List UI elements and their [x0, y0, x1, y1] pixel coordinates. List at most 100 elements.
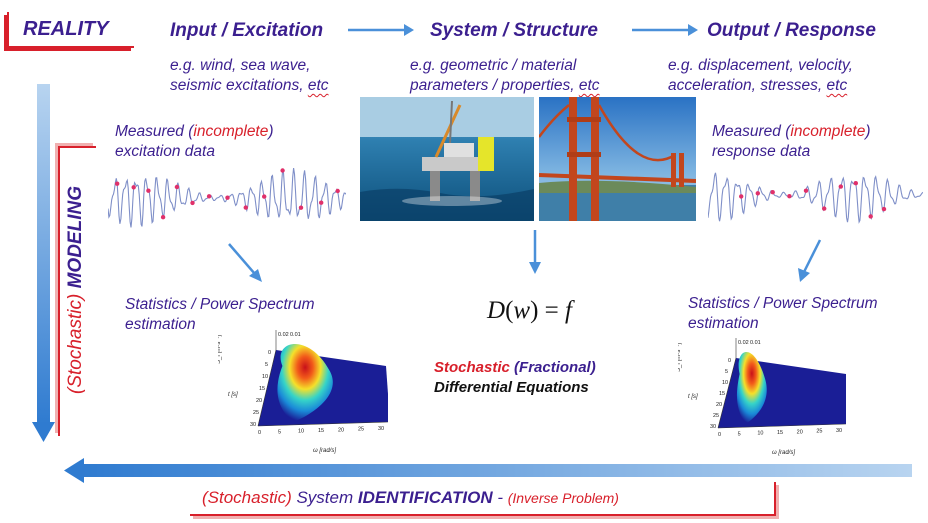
left-plot-w-tick: 30 — [378, 426, 384, 432]
stats-left: Statistics / Power Spectrum estimation — [125, 295, 315, 335]
right-plot-z-tick: 0.01 — [750, 340, 761, 346]
response-sample-point — [881, 206, 887, 212]
measured-right-word: incomplete — [790, 123, 866, 140]
equation: D(w) = f — [487, 297, 572, 325]
right-plot-t-tick: 25 — [713, 413, 719, 419]
offshore-platform-image — [360, 97, 534, 221]
excitation-sample-point — [146, 188, 151, 193]
left-plot-spectrum-peak — [277, 343, 333, 422]
response-sample-point — [787, 194, 792, 199]
system-examples: e.g. geometric / material parameters / p… — [410, 56, 600, 96]
header-arrow-1 — [348, 24, 414, 36]
input-examples-line1: e.g. wind, sea wave, — [170, 57, 311, 74]
excitation-sample-point — [319, 200, 324, 205]
right-plot-w-axis-label: ω [rad/s] — [772, 450, 795, 456]
eq-f: f — [565, 297, 572, 324]
header-system: System / Structure — [430, 20, 598, 41]
right-plot-t-tick: 0 — [728, 358, 731, 364]
stats-left-line1: Statistics / Power Spectrum — [125, 296, 315, 313]
excitation-sample-point — [174, 184, 180, 190]
excitation-sample-point — [298, 205, 304, 210]
left-plot-w-tick: 5 — [278, 429, 281, 435]
ident-inverse: (Inverse Problem) — [507, 490, 619, 506]
modeling-box — [58, 146, 96, 436]
arrow-right-to-stats — [798, 239, 822, 282]
response-waveform — [708, 172, 923, 224]
ident-stochastic: (Stochastic) — [202, 488, 292, 507]
right-plot-t-tick: 30 — [710, 424, 716, 430]
right-plot-spectrum-peak — [736, 351, 767, 424]
bridge-image — [539, 97, 696, 221]
right-plot-w-tick: 30 — [836, 428, 842, 434]
left-plot-w-tick: 15 — [318, 428, 324, 434]
system-examples-line2: parameters / properties, — [410, 77, 579, 94]
eq-w: w — [513, 297, 531, 324]
stats-left-line2: estimation — [125, 316, 196, 333]
excitation-sample-point — [262, 194, 267, 199]
modeling-paren: (Stochastic) — [65, 293, 86, 394]
eq-paren-close: ) — [530, 297, 539, 324]
reality-label: REALITY — [23, 18, 109, 40]
left-plot-t-tick: 30 — [250, 422, 256, 428]
excitation-sample-point — [115, 181, 120, 186]
left-plot-t-tick: 10 — [262, 374, 268, 380]
measured-right: Measured (incomplete) response data — [712, 122, 871, 162]
right-plot-w-tick: 15 — [777, 430, 783, 436]
identification-arrow — [64, 458, 912, 483]
arrow-to-equation — [529, 230, 541, 274]
excitation-sample-point — [206, 194, 212, 199]
response-signal — [708, 172, 923, 224]
left-plot-t-tick: 15 — [259, 386, 265, 392]
excitation-sample-point — [160, 215, 166, 220]
measured-right-prefix: Measured ( — [712, 123, 791, 140]
left-plot-t-tick: 0 — [268, 350, 271, 356]
modeling-label: (Stochastic) MODELING — [65, 186, 87, 394]
left-plot-w-tick: 25 — [358, 427, 364, 433]
left-plot-z-tick: 0.01 — [290, 332, 301, 338]
right-plot-t-axis-label: t [s] — [688, 394, 698, 400]
output-examples-line1: e.g. displacement, velocity, — [668, 57, 853, 74]
stats-right-line2: estimation — [688, 315, 759, 332]
left-plot-w-tick: 20 — [338, 427, 344, 433]
equation-caption: Stochastic (Fractional) Differential Equ… — [434, 358, 596, 398]
measured-left-prefix: Measured ( — [115, 123, 194, 140]
left-plot-w-tick: 10 — [298, 429, 304, 435]
caption-fractional: (Fractional) — [514, 359, 596, 376]
right-plot-t-tick: 15 — [719, 391, 725, 397]
ident-word: IDENTIFICATION — [357, 488, 493, 507]
measured-left-suffix: ) — [268, 123, 274, 140]
header-input: Input / Excitation — [170, 20, 324, 41]
left-plot-w-axis-label: ω [rad/s] — [313, 448, 336, 454]
excitation-sample-point — [335, 188, 340, 194]
left-plot-t-axis-label: t [s] — [228, 392, 238, 398]
excitation-sample-point — [243, 205, 248, 210]
excitation-sample-point — [131, 185, 136, 190]
modeling-word: MODELING — [65, 186, 86, 289]
stats-right-line1: Statistics / Power Spectrum — [688, 295, 878, 312]
output-etc: etc — [826, 77, 848, 94]
left-plot-w-tick: 0 — [258, 430, 261, 436]
right-plot-w-tick: 25 — [816, 429, 822, 435]
right-plot-w-tick: 5 — [738, 431, 741, 437]
excitation-sample-point — [190, 200, 195, 206]
measured-left-line2: excitation data — [115, 143, 215, 160]
right-plot-t-tick: 5 — [725, 369, 728, 375]
system-etc: etc — [578, 77, 600, 94]
modeling-arrow — [32, 84, 55, 442]
response-sample-point — [838, 184, 843, 189]
right-plot-z-tick: 0.02 — [738, 340, 749, 346]
response-sample-point — [803, 188, 809, 193]
ident-system: System — [291, 488, 358, 507]
header-arrow-2 — [632, 24, 698, 36]
header-output: Output / Response — [707, 20, 876, 41]
right-plot-w-tick: 10 — [757, 431, 763, 437]
left-plot-t-tick: 20 — [256, 398, 262, 404]
stats-right: Statistics / Power Spectrum estimation — [688, 294, 878, 334]
measured-left-word: incomplete — [193, 123, 269, 140]
input-examples: e.g. wind, sea wave, seismic excitations… — [170, 56, 329, 96]
output-examples: e.g. displacement, velocity, acceleratio… — [668, 56, 853, 96]
right-plot-t-tick: 20 — [716, 402, 722, 408]
eq-equals: = — [544, 297, 559, 324]
